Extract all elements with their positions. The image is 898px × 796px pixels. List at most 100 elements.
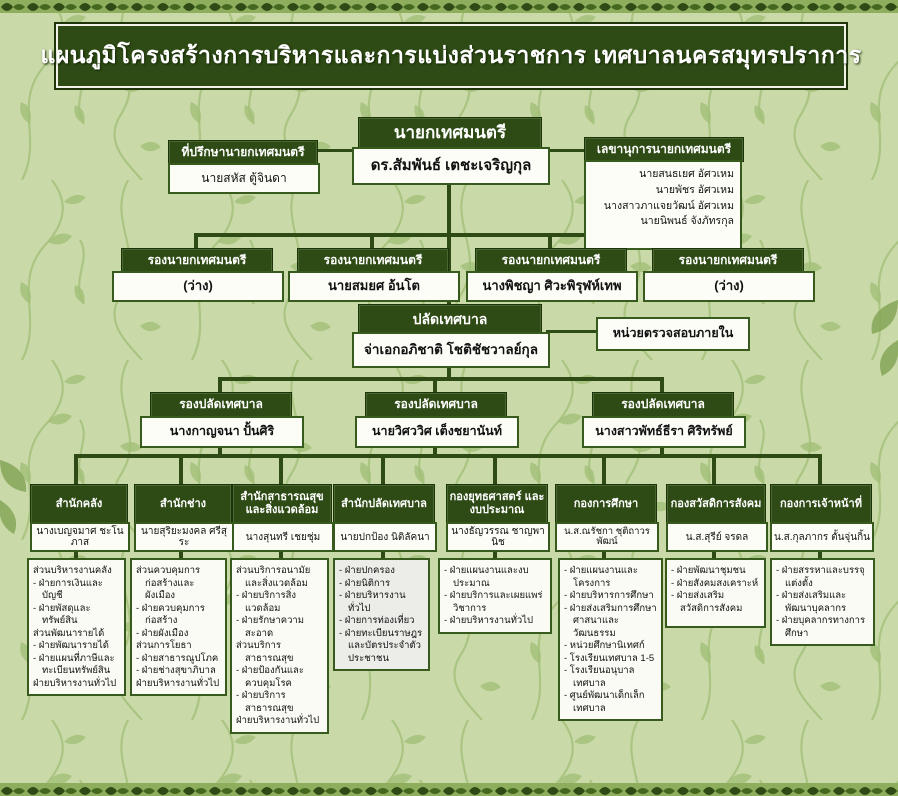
list-item: - หน่วยศึกษานิเทศก์: [564, 640, 645, 652]
page-title: แผนภูมิโครงสร้างการบริหารและการแบ่งส่วนร…: [41, 24, 861, 88]
list-item: - ฝ่ายการท่องเที่ยว: [339, 615, 415, 627]
deputy-mayor-4-title: รองนายกเทศมนตรี: [652, 248, 804, 273]
list-item: - ฝ่ายบริการสิ่งแวดล้อม: [236, 590, 297, 614]
list-item: ส่วนการโยธา: [136, 640, 192, 652]
list-item: - ฝ่ายควบคุมการก่อสร้าง: [136, 602, 205, 627]
connector-line: [493, 454, 497, 484]
deputy-clerk-2-name: นายวิศววิศ เต็งชยานันท์: [355, 416, 519, 448]
list-item: - ฝ่ายป้องกันและควบคุมโรค: [236, 665, 304, 689]
connector-line: [74, 454, 78, 484]
connector-line: [660, 377, 664, 392]
list-item: ฝ่ายบริหารงานทั่วไป: [136, 677, 220, 689]
list-item: - ฝ่ายการเงินและบัญชี: [33, 577, 103, 602]
list-item: - ศูนย์พัฒนาเด็กเล็กเทศบาล: [564, 690, 645, 714]
dept-publichealth-units: ส่วนบริการอนามัยและสิ่งแวดล้อม- ฝ่ายบริก…: [230, 558, 329, 734]
dept-clerk-office-title: สำนักปลัดเทศบาล: [333, 484, 435, 524]
deputy-mayor-2-name: นายสมยศ อ้นโต: [288, 271, 460, 302]
list-item: - ฝ่ายผังเมือง: [136, 627, 189, 639]
list-item: - ฝ่ายบริหารการศึกษา: [564, 590, 654, 602]
connector-line: [712, 454, 716, 484]
list-item: - ฝ่ายแผนงานและงบประมาณ: [444, 565, 529, 589]
list-item: - โรงเรียนอนุบาลเทศบาล: [564, 665, 635, 689]
list-item: - ฝ่ายทะเบียนราษฎรและบัตรประจำตัวประชาชน: [339, 627, 423, 664]
list-item: - ฝ่ายช่างสุขาภิบาล: [136, 665, 216, 677]
list-item: - ฝ่ายบุคลากรทางการศึกษา: [776, 615, 866, 639]
connector-line: [546, 330, 596, 333]
deputy-mayor-1-name: (ว่าง): [112, 271, 284, 302]
list-item: - ฝ่ายสังคมสงเคราะห์: [671, 577, 759, 589]
connector-line: [818, 454, 822, 484]
secretary-title-box: เลขานุการนายกเทศมนตรี: [584, 137, 744, 162]
list-item: ส่วนบริหารงานคลัง: [33, 565, 112, 576]
deputy-clerk-1-title: รองปลัดเทศบาล: [150, 392, 292, 418]
list-item: - ฝ่ายส่งเสริมการศึกษา ศาสนาและวัฒนธรรม: [564, 602, 657, 639]
secretary-names-box: นายสนธเยศ อัศวเหมนายพัชร อัศวเหมนางสาวภา…: [584, 160, 742, 250]
dept-strategy-head: นางธัญวรรณ ชาญพานิช: [446, 522, 550, 552]
list-item: - โรงเรียนเทศบาล 1-5: [564, 652, 655, 664]
connector-line: [712, 548, 716, 558]
dept-engineering-title: สำนักช่าง: [134, 484, 232, 524]
list-item: - ฝ่ายบริหารงานทั่วไป: [339, 590, 406, 614]
list-item: - ฝ่ายแผนงานและโครงการ: [564, 565, 638, 589]
connector-line: [602, 454, 606, 484]
list-item: นายพัชร อัศวเหม: [655, 183, 734, 196]
deputy-clerk-3-name: นางสาวพัทธ์ธีรา ศิริทรัพย์: [582, 416, 746, 448]
list-item: - ฝ่ายพัฒนารายได้: [33, 640, 109, 652]
list-item: - ฝ่ายบริการสาธารณสุข: [236, 690, 294, 714]
deputy-mayor-1-title: รองนายกเทศมนตรี: [121, 248, 273, 273]
dept-education-title: กองการศึกษา: [555, 484, 657, 524]
list-item: นางสาวภาแจยวัฒน์ อัศวเหม: [603, 199, 734, 212]
connector-line: [381, 548, 385, 558]
connector-line: [179, 454, 183, 484]
list-item: ฝ่ายบริหารงานทั่วไป: [33, 677, 117, 689]
dept-education-units: - ฝ่ายแผนงานและโครงการ- ฝ่ายบริหารการศึก…: [558, 558, 663, 722]
connector-line: [179, 548, 183, 558]
clerk-title-box: ปลัดเทศบาล: [358, 304, 542, 334]
connector-line: [433, 444, 437, 458]
connector-line: [447, 181, 451, 305]
connector-line: [493, 548, 497, 558]
clerk-name-box: จ่าเอกอภิชาติ โชติชัชวาลย์กุล: [352, 332, 550, 368]
list-item: นายสนธเยศ อัศวเหม: [639, 168, 734, 180]
dept-finance-title: สำนักคลัง: [30, 484, 128, 524]
internal-audit-box: หน่วยตรวจสอบภายใน: [596, 317, 750, 351]
dept-clerk-office-head: นายปกป้อง นิติลัคนา: [333, 522, 437, 552]
connector-line: [218, 377, 664, 381]
list-item: - ฝ่ายนิติการ: [339, 577, 391, 589]
dept-personnel-head: น.ส.กุลภากร ตั้นจุ่นกิ้น: [770, 522, 874, 552]
dept-strategy-units: - ฝ่ายแผนงานและงบประมาณ- ฝ่ายบริการและเผ…: [438, 558, 552, 634]
list-item: - ฝ่ายรักษาความสะอาด: [236, 615, 305, 639]
connector-line: [381, 454, 385, 484]
connector-line: [370, 233, 374, 248]
list-item: - ฝ่ายสาธารณูปโภค: [136, 652, 219, 664]
connector-line: [218, 444, 222, 458]
list-item: ส่วนบริการสาธารณสุข: [236, 640, 294, 664]
connector-line: [548, 233, 552, 248]
connector-line: [546, 149, 586, 152]
connector-line: [74, 548, 78, 558]
dept-personnel-units: - ฝ่ายสรรหาและบรรจุแต่งตั้ง- ฝ่ายส่งเสริ…: [770, 558, 875, 647]
dept-engineering-units: ส่วนควบคุมการก่อสร้างและผังเมือง- ฝ่ายคว…: [130, 558, 227, 697]
connector-line: [194, 233, 729, 237]
list-item: - ฝ่ายปกครอง: [339, 565, 395, 576]
dept-publichealth-head: นางสุนทรี เชยชุ่ม: [232, 522, 334, 552]
connector-line: [660, 444, 664, 458]
deputy-mayor-4-name: (ว่าง): [643, 271, 815, 302]
deputy-mayor-3-title: รองนายกเทศมนตรี: [475, 248, 627, 273]
list-item: - ฝ่ายส่งเสริมสวัสดิการสังคม: [671, 590, 743, 614]
dept-welfare-units: - ฝ่ายพัฒนาชุมชน- ฝ่ายสังคมสงเคราะห์- ฝ่…: [665, 558, 766, 628]
connector-line: [218, 377, 222, 392]
connector-line: [447, 364, 451, 381]
list-item: - ฝ่ายแผนที่ภาษีและทะเบียนทรัพย์สิน: [33, 652, 115, 677]
connector-line: [279, 454, 283, 484]
dept-personnel-title: กองการเจ้าหน้าที่: [770, 484, 872, 524]
deputy-mayor-2-title: รองนายกเทศมนตรี: [297, 248, 449, 273]
connector-line: [74, 454, 822, 458]
list-item: ส่วนบริการอนามัยและสิ่งแวดล้อม: [236, 565, 311, 589]
list-item: - ฝ่ายพัฒนาชุมชน: [671, 565, 746, 576]
connector-line: [433, 377, 437, 392]
deputy-mayor-3-name: นางพิชญา ศิวะพิรุฬห์เทพ: [466, 271, 638, 302]
list-item: ฝ่ายบริหารงานทั่วไป: [236, 715, 320, 727]
